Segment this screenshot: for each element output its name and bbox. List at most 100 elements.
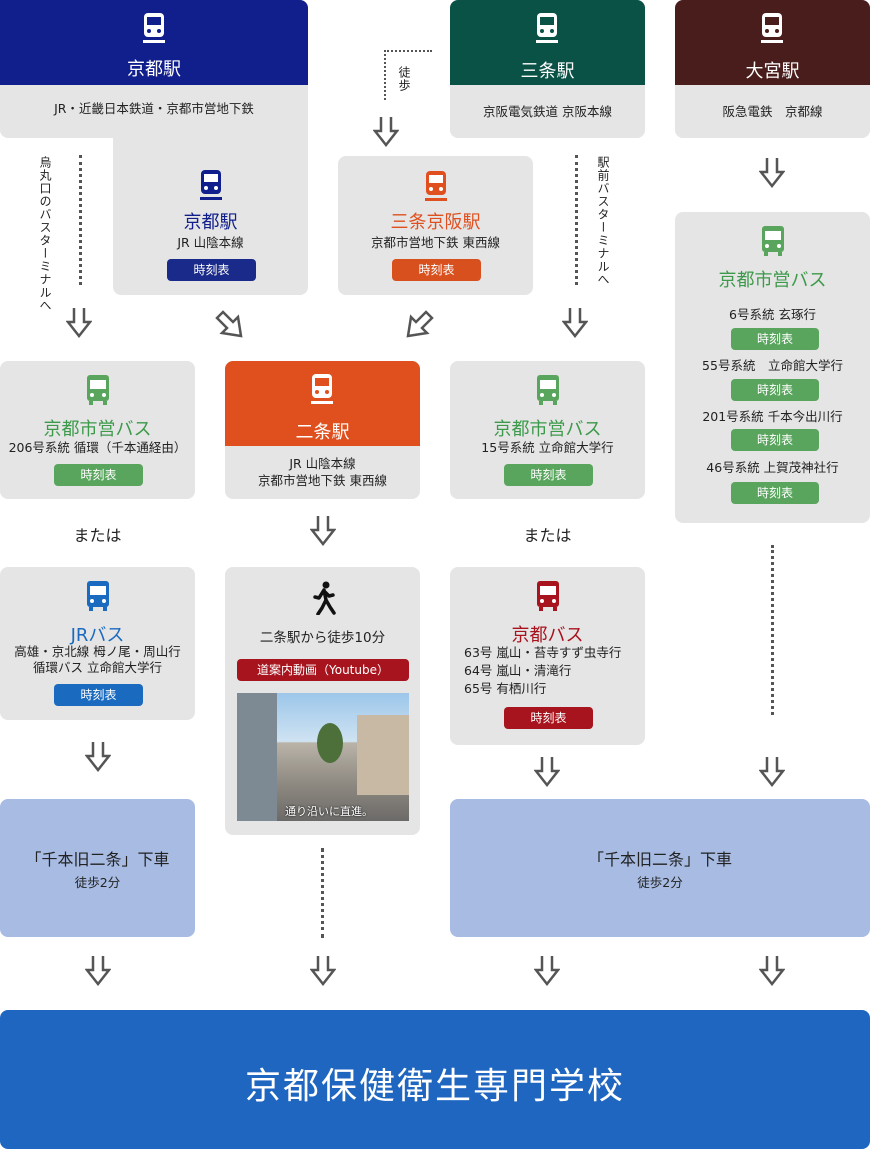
sanjo-keihan-box: 三条京阪駅 京都市営地下鉄 東西線 時刻表 xyxy=(338,156,533,295)
omiya-route-4-timetable-button[interactable]: 時刻表 xyxy=(731,482,819,504)
kyoto-bus-box: 京都バス 63号 嵐山・苔寺すず虫寺行 64号 嵐山・清滝行 65号 有栖川行 … xyxy=(450,567,645,745)
bus-icon xyxy=(537,375,559,405)
kyoto-station-box: 京都駅 JR・近畿日本鉄道・京都市営地下鉄 xyxy=(0,0,308,138)
train-icon xyxy=(536,13,558,43)
mid-bus-timetable-button[interactable]: 時刻表 xyxy=(504,464,593,486)
bus-icon xyxy=(537,581,559,611)
karasuma-label: 烏丸口のバスターミナルへ xyxy=(38,156,52,312)
nijo-station-title: 二条駅 xyxy=(295,422,350,443)
arrow-down-icon xyxy=(310,516,336,546)
walk-video-button[interactable]: 道案内動画（Youtube） xyxy=(237,659,409,681)
arrow-down-icon xyxy=(310,956,336,986)
dots-left xyxy=(79,155,84,285)
arrow-down-icon xyxy=(534,956,560,986)
destination-box: 京都保健衛生専門学校 xyxy=(0,1010,870,1149)
building-right xyxy=(357,715,409,795)
stop-left-walk: 徒歩2分 xyxy=(74,875,121,890)
omiya-route-1: 6号系統 玄琢行 xyxy=(729,307,816,322)
left-bus-route: 206号系統 循環（千本通経由） xyxy=(8,440,187,455)
sanjo-station-lines: 京阪電気鉄道 京阪本線 xyxy=(483,104,612,119)
omiya-station-lines: 阪急電鉄 京都線 xyxy=(722,104,823,119)
left-bus-title: 京都市営バス xyxy=(43,419,152,440)
train-icon xyxy=(425,171,447,201)
walk-dots xyxy=(384,50,388,100)
left-bus-box: 京都市営バス 206号系統 循環（千本通経由） 時刻表 xyxy=(0,361,195,499)
omiya-route-2: 55号系統 立命館大学行 xyxy=(702,358,843,373)
building-left xyxy=(237,693,277,821)
omiya-route-4: 46号系統 上賀茂神社行 xyxy=(706,460,839,475)
jr-bus-line1: 高雄・京北線 栂ノ尾・周山行 xyxy=(14,644,181,659)
nijo-station-box: 二条駅 JR 山陰本線 京都市営地下鉄 東西線 xyxy=(225,361,420,499)
sanjo-station-header: 三条駅 xyxy=(450,0,645,85)
omiya-bus-box: 京都市営バス 6号系統 玄琢行 時刻表 55号系統 立命館大学行 時刻表 201… xyxy=(675,212,870,523)
nijo-station-line2: 京都市営地下鉄 東西線 xyxy=(258,473,387,488)
walk-label: 徒歩 xyxy=(397,66,411,92)
kyoto-jr-lines: JR 山陰本線 xyxy=(177,235,244,250)
arrow-down-icon xyxy=(759,158,785,188)
jr-bus-title: JRバス xyxy=(70,625,125,646)
photo-caption: 通り沿いに直進。 xyxy=(285,805,373,818)
kyoto-bus-title: 京都バス xyxy=(511,625,584,646)
omiya-route-3-timetable-button[interactable]: 時刻表 xyxy=(731,429,819,451)
kyoto-jr-box: 京都駅 JR 山陰本線 時刻表 xyxy=(113,128,308,295)
nijo-station-header: 二条駅 xyxy=(225,361,420,446)
arrow-down-icon xyxy=(759,956,785,986)
omiya-station-box: 大宮駅 阪急電鉄 京都線 xyxy=(675,0,870,138)
kyoto-bus-timetable-button[interactable]: 時刻表 xyxy=(504,707,593,729)
stop-right-walk: 徒歩2分 xyxy=(637,875,683,890)
kyoto-station-title: 京都駅 xyxy=(127,59,181,80)
stop-left-title: 「千本旧二条」下車 xyxy=(25,850,170,869)
destination-title: 京都保健衛生専門学校 xyxy=(244,1066,625,1107)
mid-bus-title: 京都市営バス xyxy=(493,419,602,440)
or-label-mid: または xyxy=(523,526,572,545)
kyoto-bus-route-1: 63号 嵐山・苔寺すず虫寺行 xyxy=(464,645,622,660)
sanjo-keihan-timetable-button[interactable]: 時刻表 xyxy=(392,259,481,281)
bus-icon xyxy=(762,226,784,256)
walk-dots-top xyxy=(384,50,432,52)
arrow-down-icon xyxy=(373,117,399,147)
kyoto-station-header: 京都駅 xyxy=(0,0,308,85)
omiya-route-3: 201号系統 千本今出川行 xyxy=(702,409,843,424)
omiya-route-2-timetable-button[interactable]: 時刻表 xyxy=(731,379,819,401)
jr-bus-line2: 循環バス 立命館大学行 xyxy=(33,660,162,675)
arrow-diagonal-icon xyxy=(406,310,434,338)
stop-right-title: 「千本旧二条」下車 xyxy=(587,850,732,869)
sanjo-station-box: 三条駅 京阪電気鉄道 京阪本線 xyxy=(450,0,645,138)
arrow-down-icon xyxy=(534,757,560,787)
tree xyxy=(317,723,343,763)
omiya-station-title: 大宮駅 xyxy=(745,61,800,82)
walk-box: 二条駅から徒歩10分 道案内動画（Youtube） 通り沿いに直進。 xyxy=(225,567,420,835)
arrow-down-icon xyxy=(85,956,111,986)
left-bus-timetable-button[interactable]: 時刻表 xyxy=(54,464,143,486)
bus-icon xyxy=(87,581,109,611)
train-icon xyxy=(200,170,222,200)
omiya-bus-title: 京都市営バス xyxy=(718,270,827,291)
walking-person-icon xyxy=(313,581,336,615)
sanjo-keihan-lines: 京都市営地下鉄 東西線 xyxy=(371,235,500,250)
mid-bus-box: 京都市営バス 15号系統 立命館大学行 時刻表 xyxy=(450,361,645,499)
nijo-station-line1: JR 山陰本線 xyxy=(289,456,356,471)
arrow-down-icon xyxy=(759,757,785,787)
arrow-down-icon xyxy=(66,308,92,338)
arrow-down-icon xyxy=(85,742,111,772)
omiya-route-1-timetable-button[interactable]: 時刻表 xyxy=(731,328,819,350)
kyoto-station-lines: JR・近畿日本鉄道・京都市営地下鉄 xyxy=(54,101,254,116)
bus-icon xyxy=(87,375,109,405)
stop-left-box: 「千本旧二条」下車 徒歩2分 xyxy=(0,799,195,937)
omiya-station-header: 大宮駅 xyxy=(675,0,870,85)
street-photo: 通り沿いに直進。 xyxy=(237,693,409,821)
dots-walk xyxy=(321,848,326,938)
kyoto-bus-route-2: 64号 嵐山・清滝行 xyxy=(464,663,572,678)
train-icon xyxy=(143,13,165,43)
dots-ekimae xyxy=(575,155,580,285)
train-icon xyxy=(311,374,333,404)
mid-bus-route: 15号系統 立命館大学行 xyxy=(481,440,614,455)
jr-bus-box: JRバス 高雄・京北線 栂ノ尾・周山行 循環バス 立命館大学行 時刻表 xyxy=(0,567,195,720)
arrow-down-icon xyxy=(562,308,588,338)
stop-right-box: 「千本旧二条」下車 徒歩2分 xyxy=(450,799,870,937)
jr-bus-timetable-button[interactable]: 時刻表 xyxy=(54,684,143,706)
kyoto-jr-timetable-button[interactable]: 時刻表 xyxy=(167,259,256,281)
sanjo-keihan-title: 三条京阪駅 xyxy=(390,212,481,233)
train-icon xyxy=(761,13,783,43)
kyoto-jr-title: 京都駅 xyxy=(183,212,238,233)
